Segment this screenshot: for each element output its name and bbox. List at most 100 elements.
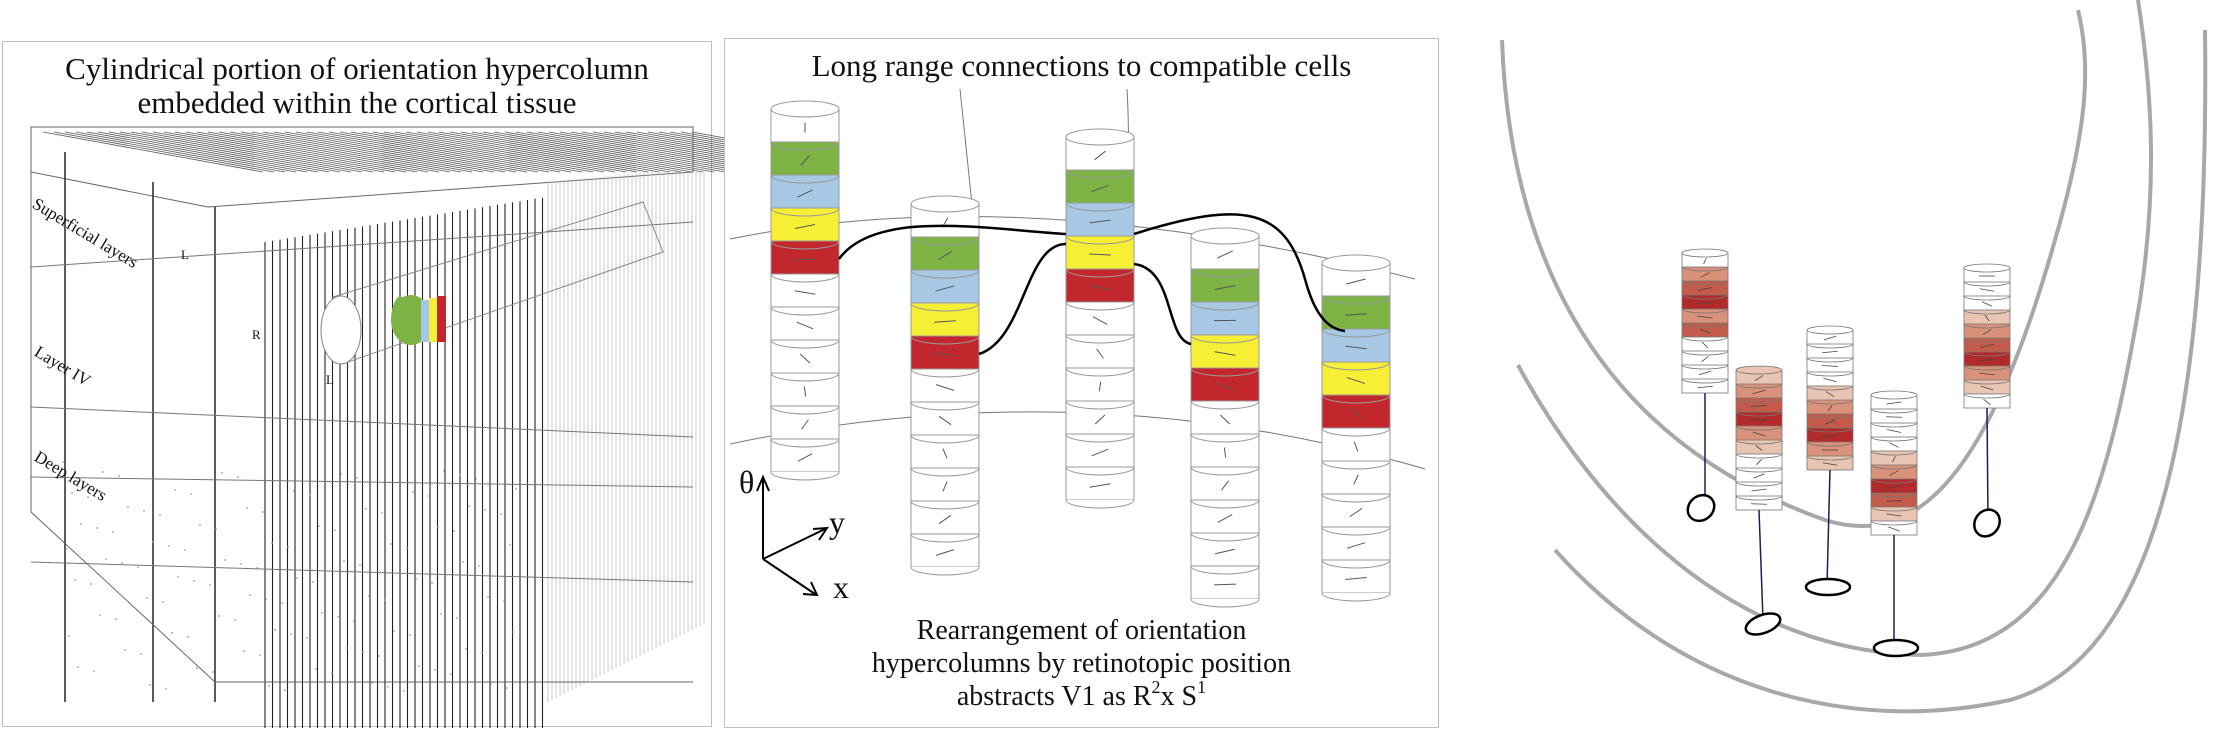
texture-dot [177,576,179,578]
texture-dot [293,490,295,492]
title-line-2: embedded within the cortical tissue [137,85,577,120]
orientation-tick [797,189,813,198]
texture-dot [353,620,355,622]
texture-dot [465,648,467,650]
top-hatch-line [339,131,561,173]
texture-dot [453,530,455,532]
orientation-tick [1223,447,1227,458]
texture-dot [237,476,239,478]
texture-dot [256,567,258,569]
texture-dot [184,549,186,551]
shaded-segment-top [1735,365,1783,375]
orientation-tick [1886,416,1902,418]
top-hatch-line [482,131,704,173]
orientation-tick [1752,389,1766,395]
texture-dot [71,492,73,494]
texture-dot [406,547,408,549]
orientation-tick [934,352,956,357]
orientation-tick [1701,355,1709,363]
caption-line-2: hypercolumns by retinotopic position [871,648,1292,679]
orientation-tick [1822,434,1838,438]
orientation-tick [1216,382,1234,391]
texture-dot [209,584,211,586]
red-segment [437,296,446,342]
cortical-block-drawing [30,126,913,728]
texture-dot [365,508,367,510]
texture-dot [74,579,76,581]
orientation-tick [1346,377,1366,384]
orientation-tick [1981,301,1993,307]
top-hatch-line [449,131,671,173]
texture-dot [437,526,439,528]
hypercolumns-drawing [729,88,1426,608]
orientation-tick [1353,474,1359,485]
texture-dot [149,684,151,686]
orientation-tick [1886,485,1902,489]
texture-dot [62,461,64,463]
orientation-tick [1886,513,1902,517]
texture-dot [309,494,311,496]
texture-dot [199,524,201,526]
texture-dot [99,614,101,616]
panel-middle-title: Long range connections to compatible cel… [811,48,1352,83]
texture-dot [481,652,483,654]
texture-dot [212,671,214,673]
texture-dot [162,601,164,603]
column-stem [1986,407,1989,521]
top-hatch-line [119,131,341,173]
orientation-tick [1984,314,1990,322]
top-hatch-line [42,131,264,173]
yellow-segment [429,298,437,342]
top-hatch-line [273,131,495,173]
texture-dot [274,629,276,631]
retinotopic-arcs-panel [1450,0,2222,731]
orientation-tick [1345,345,1367,350]
orientation-tick [1700,272,1710,278]
texture-dot [77,666,79,668]
top-hatch-line [207,131,429,173]
top-hatch-line [229,131,451,173]
y-axis-label: y [829,504,845,540]
x-arrowhead [802,581,819,597]
top-hatch-line [383,131,605,173]
top-hatch-line [262,131,484,173]
orientation-tick [935,549,955,556]
orientation-tick [1979,372,1995,376]
orientation-tick [1220,414,1230,425]
top-hatch-line [251,131,473,173]
theta-axis-label: θ [739,464,755,500]
texture-dot [271,542,273,544]
texture-dot [434,669,436,671]
texture-dot [102,471,104,473]
top-hatch-line [372,131,594,173]
texture-dot [137,566,139,568]
texture-dot [121,562,123,564]
segment-ellipse [1321,254,1391,272]
connection-curve-2 [978,242,1067,356]
orientation-tick [1982,329,1992,335]
layer-boundary-line [30,561,694,583]
caption-exponent-1: 1 [1197,677,1207,697]
orientation-tick [942,448,948,459]
layer-boundary-line [30,476,694,488]
orientation-tick [1094,414,1106,425]
orientation-tick [1824,419,1836,425]
texture-dot [87,496,89,498]
top-hatch-line [196,131,418,173]
orientation-tick [935,285,955,292]
stem-base-ellipse [1872,638,1920,658]
texture-dot [268,685,270,687]
orientation-tick [1888,526,1900,532]
y-arrowhead [812,526,829,541]
arc-outer [1553,29,2208,714]
top-hatch-line [526,131,748,173]
texture-dot [343,560,345,562]
texture-dot [456,617,458,619]
texture-dot [362,651,364,653]
texture-dot [146,597,148,599]
top-hatch-line [416,131,638,173]
orientation-tick [794,290,816,295]
orientation-tick [1346,278,1366,285]
texture-dot [224,559,226,561]
texture-dot [240,563,242,565]
